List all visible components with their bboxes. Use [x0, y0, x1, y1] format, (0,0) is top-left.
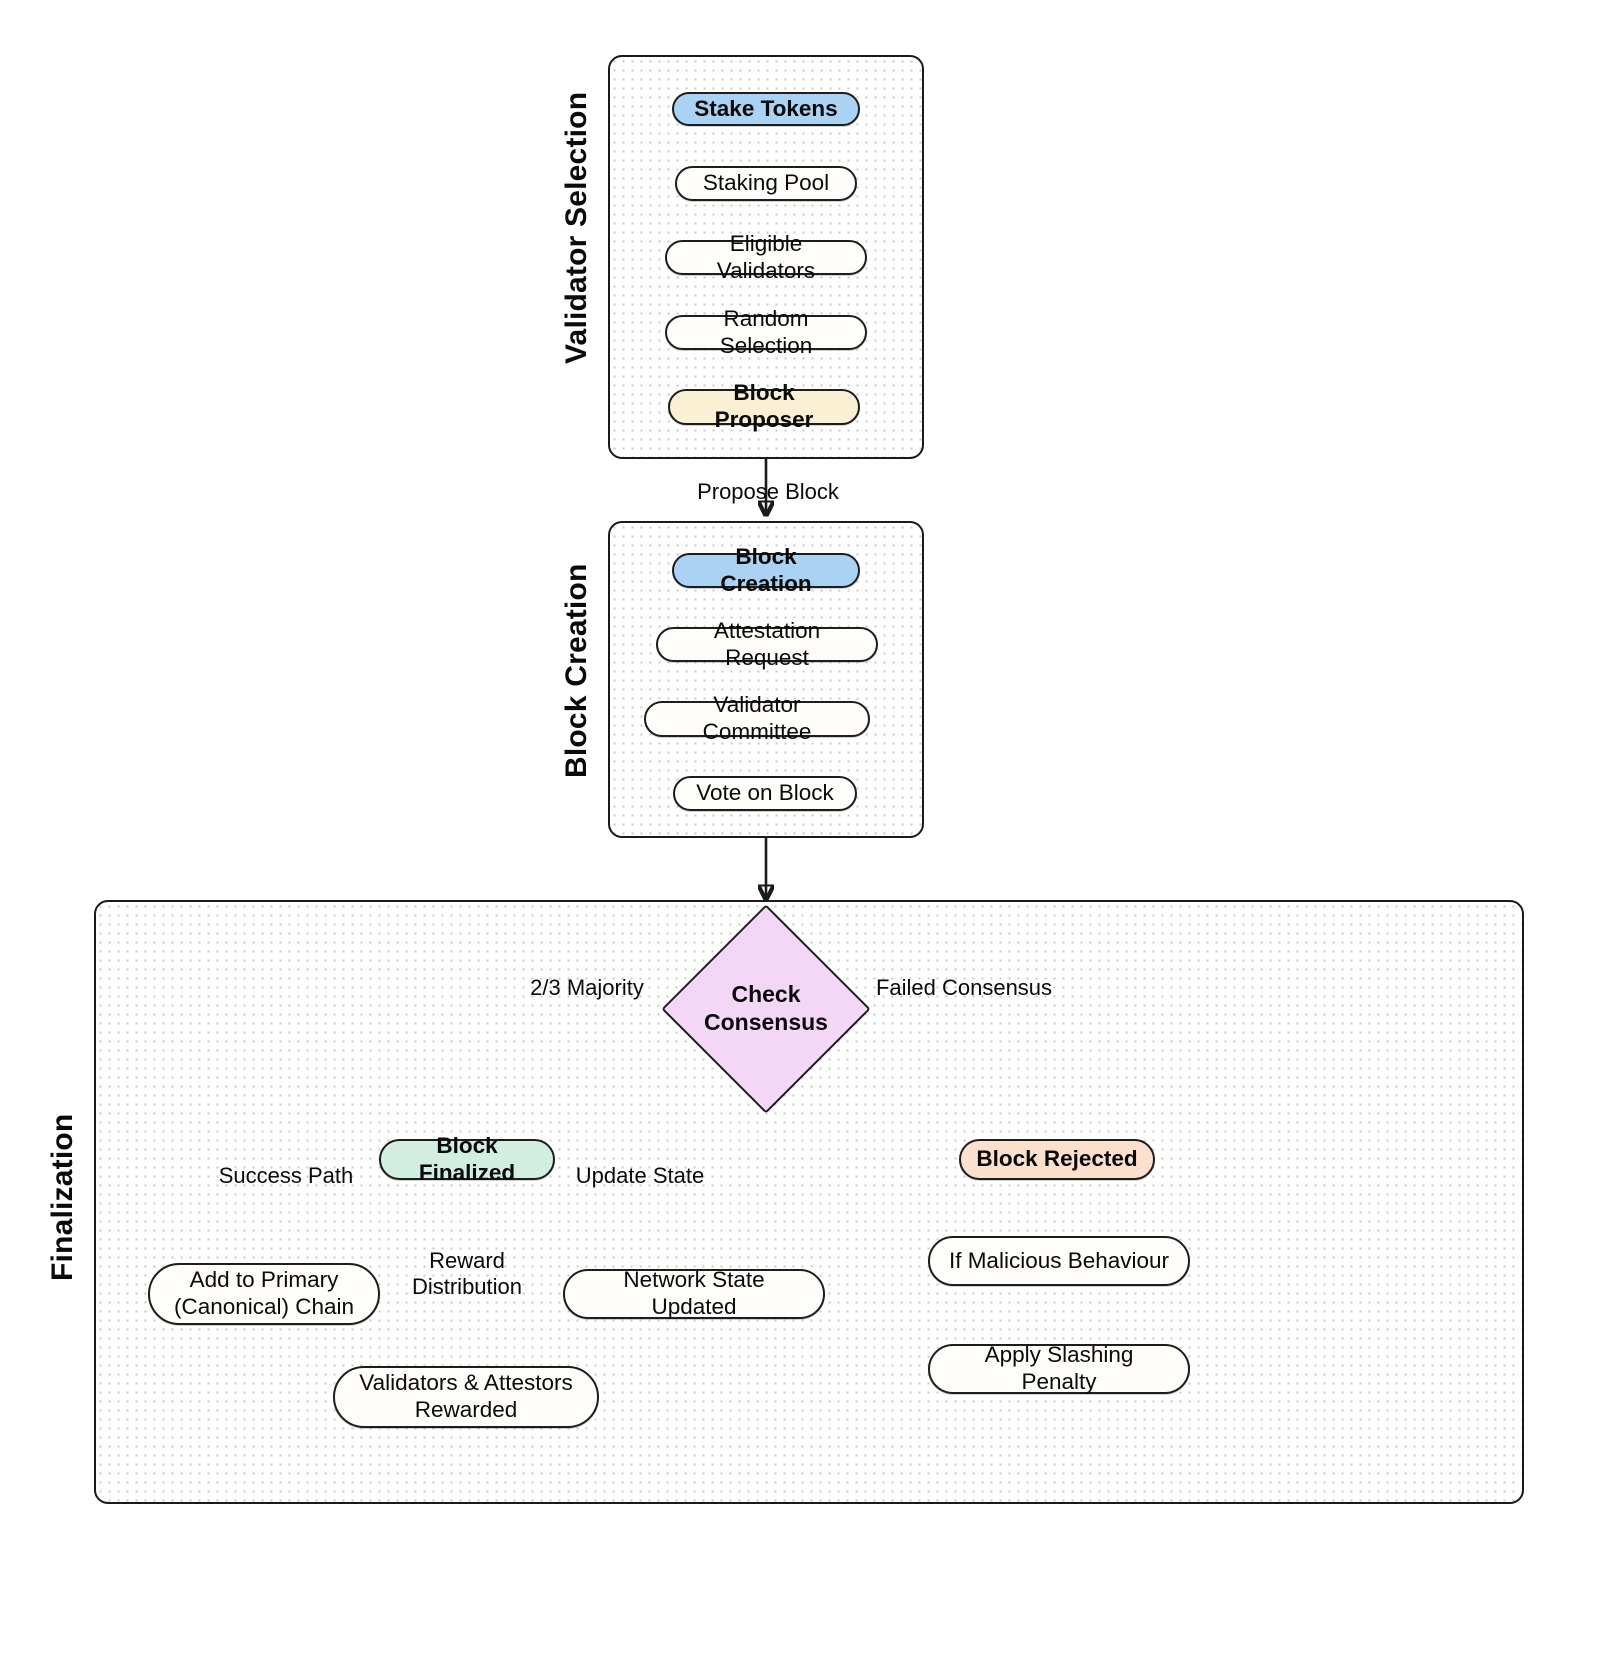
node-eligible-validators[interactable]: Eligible Validators — [665, 231, 867, 283]
node-apply-slashing-penalty[interactable]: Apply Slashing Penalty — [928, 1342, 1190, 1394]
node-vote-on-block[interactable]: Vote on Block — [673, 776, 857, 811]
node-add-to-primary-chain[interactable]: Add to Primary (Canonical) Chain — [148, 1263, 380, 1325]
edge-label-update-state: Update State — [575, 1163, 705, 1188]
edge-label-success-path: Success Path — [218, 1163, 354, 1188]
node-if-malicious-behaviour[interactable]: If Malicious Behaviour — [928, 1236, 1190, 1286]
node-check-consensus[interactable]: Check Consensus — [661, 904, 871, 1114]
edge-label-two-thirds-majority: 2/3 Majority — [530, 975, 644, 1000]
node-validators-attestors-rewarded[interactable]: Validators & Attestors Rewarded — [333, 1366, 599, 1428]
subgraph-label-validator-selection: Validator Selection — [560, 91, 593, 364]
edge-label-propose-block: Propose Block — [697, 479, 839, 504]
node-attestation-request[interactable]: Attestation Request — [656, 618, 878, 670]
node-block-creation[interactable]: Block Creation — [672, 544, 860, 596]
node-block-finalized[interactable]: Block Finalized — [379, 1133, 555, 1185]
check-consensus-label: Check Consensus — [704, 981, 828, 1035]
node-network-state-updated[interactable]: Network State Updated — [563, 1267, 825, 1319]
subgraph-label-finalization: Finalization — [46, 1113, 79, 1281]
node-block-proposer[interactable]: Block Proposer — [668, 380, 860, 432]
node-staking-pool[interactable]: Staking Pool — [675, 166, 857, 201]
edge-label-failed-consensus: Failed Consensus — [875, 975, 1053, 1000]
node-validator-committee[interactable]: Validator Committee — [644, 692, 870, 744]
subgraph-label-block-creation: Block Creation — [560, 563, 593, 778]
node-random-selection[interactable]: Random Selection — [665, 306, 867, 358]
node-stake-tokens[interactable]: Stake Tokens — [672, 92, 860, 126]
node-block-rejected[interactable]: Block Rejected — [959, 1139, 1155, 1180]
edge-label-reward-distribution: Reward Distribution — [411, 1248, 523, 1299]
